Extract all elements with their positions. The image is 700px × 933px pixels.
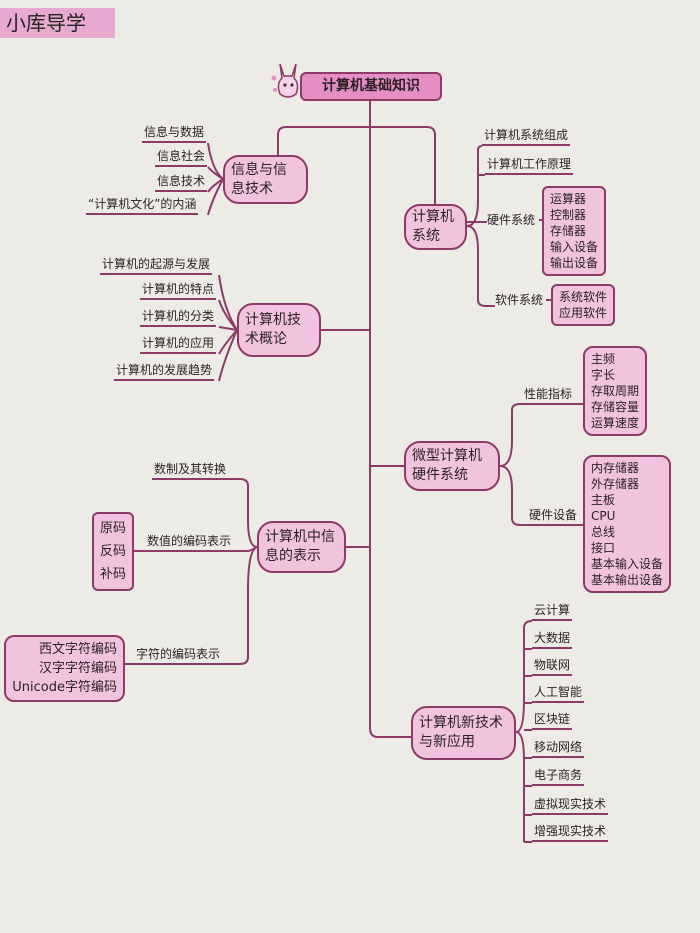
box-item: 运算器 bbox=[550, 192, 587, 206]
devices-box: 内存储器 外存储器 主板 CPU 总线 接口 基本输入设备 基本输出设备 bbox=[583, 455, 672, 593]
box-item: 运算速度 bbox=[591, 416, 640, 430]
leaf: 云计算 bbox=[532, 602, 573, 621]
leaf: 计算机的分类 bbox=[140, 308, 217, 327]
box-item: 基本输出设备 bbox=[591, 573, 664, 587]
box-item: 反码 bbox=[100, 544, 127, 559]
leaf: 计算机的应用 bbox=[140, 335, 217, 354]
box-item: 输入设备 bbox=[550, 240, 599, 254]
box-item: 主板 bbox=[591, 493, 616, 507]
box-item: 接口 bbox=[591, 541, 616, 555]
node-new-tech: 计算机新技术与新应用 bbox=[411, 706, 516, 760]
node-info-representation: 计算机中信息的表示 bbox=[257, 521, 346, 573]
leaf: 信息社会 bbox=[155, 148, 208, 167]
leaf: 硬件系统 bbox=[487, 213, 536, 227]
leaf: 人工智能 bbox=[532, 684, 585, 703]
leaf: 计算机工作原理 bbox=[485, 156, 574, 175]
node-computer-system: 计算机系统 bbox=[404, 204, 467, 250]
box-item: 总线 bbox=[591, 525, 616, 539]
software-box: 系统软件 应用软件 bbox=[551, 284, 616, 326]
box-item: 原码 bbox=[100, 521, 127, 536]
root-node: 计算机基础知识 bbox=[300, 72, 442, 101]
leaf: 性能指标 bbox=[524, 387, 573, 401]
leaf: 信息技术 bbox=[155, 173, 208, 192]
box-item: 外存储器 bbox=[591, 477, 640, 491]
brand-label: 小库导学 bbox=[0, 8, 115, 38]
box-item: 内存储器 bbox=[591, 461, 640, 475]
leaf: 计算机系统组成 bbox=[482, 127, 571, 146]
numeric-code-box: 原码 反码 补码 bbox=[92, 512, 135, 591]
box-item: CPU bbox=[591, 509, 616, 523]
leaf: 数制及其转换 bbox=[152, 461, 229, 480]
leaf: 区块链 bbox=[532, 711, 573, 730]
box-item: 补码 bbox=[100, 567, 127, 582]
leaf: 虚拟现实技术 bbox=[532, 796, 609, 815]
leaf: 软件系统 bbox=[495, 293, 544, 307]
leaf: 移动网络 bbox=[532, 739, 585, 758]
box-item: 应用软件 bbox=[559, 306, 608, 320]
node-micro-hardware: 微型计算机硬件系统 bbox=[404, 441, 500, 491]
box-item: 西文字符编码 bbox=[38, 642, 117, 657]
leaf: 数值的编码表示 bbox=[145, 533, 234, 552]
hardware-box: 运算器 控制器 存储器 输入设备 输出设备 bbox=[542, 186, 607, 276]
leaf: 硬件设备 bbox=[529, 508, 578, 522]
leaf: 电子商务 bbox=[532, 767, 585, 786]
box-item: 主频 bbox=[591, 352, 616, 366]
leaf: 计算机的起源与发展 bbox=[100, 256, 213, 275]
box-item: 字长 bbox=[591, 368, 616, 382]
box-item: 输出设备 bbox=[550, 256, 599, 270]
box-item: 存取周期 bbox=[591, 384, 640, 398]
box-item: 汉字字符编码 bbox=[38, 661, 117, 676]
node-tech-overview: 计算机技术概论 bbox=[237, 303, 321, 357]
char-code-box: 西文字符编码 汉字字符编码 Unicode字符编码 bbox=[4, 635, 125, 702]
leaf: 字符的编码表示 bbox=[134, 646, 223, 665]
leaf: 信息与数据 bbox=[142, 124, 207, 143]
box-item: 存储器 bbox=[550, 224, 587, 238]
box-item: 存储容量 bbox=[591, 400, 640, 414]
bunny-mascot-icon bbox=[270, 60, 306, 100]
leaf: “计算机文化”的内涵 bbox=[86, 196, 199, 215]
leaf: 增强现实技术 bbox=[532, 823, 609, 842]
leaf: 计算机的发展趋势 bbox=[114, 362, 215, 381]
leaf: 计算机的特点 bbox=[140, 281, 217, 300]
leaf: 大数据 bbox=[532, 630, 573, 649]
node-info-technology: 信息与信息技术 bbox=[223, 155, 308, 204]
box-item: 基本输入设备 bbox=[591, 557, 664, 571]
metrics-box: 主频 字长 存取周期 存储容量 运算速度 bbox=[583, 346, 648, 436]
box-item: 系统软件 bbox=[559, 290, 608, 304]
leaf: 物联网 bbox=[532, 657, 573, 676]
box-item: 控制器 bbox=[550, 208, 587, 222]
box-item: Unicode字符编码 bbox=[12, 680, 117, 695]
